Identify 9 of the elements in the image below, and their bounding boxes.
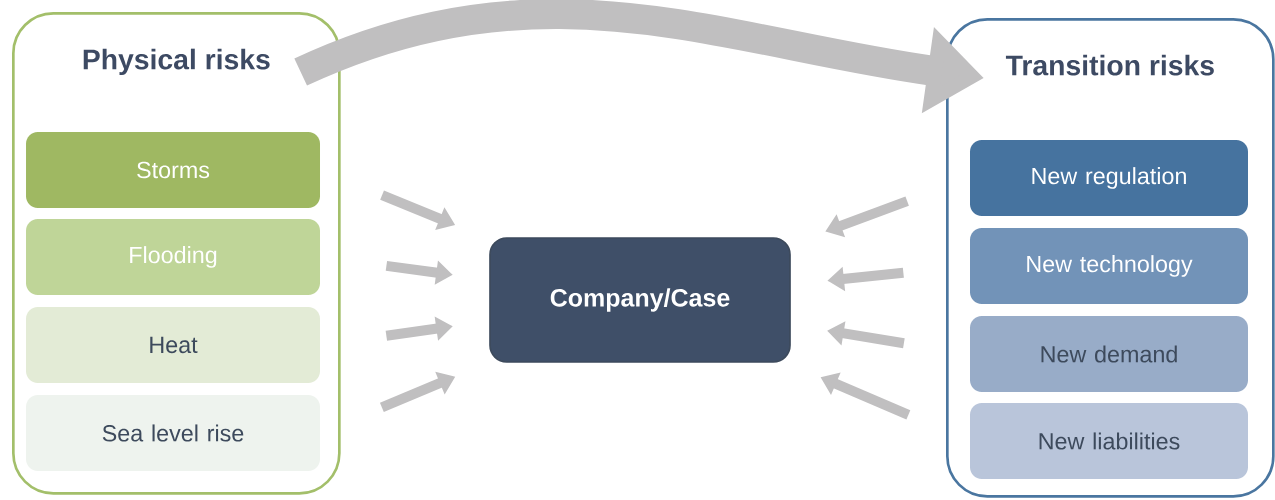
risk-box: Sea level rise [26, 395, 320, 471]
risk-box: Storms [26, 132, 320, 208]
risk-box: New liabilities [970, 403, 1248, 479]
risk-box: Flooding [26, 219, 320, 295]
risk-box: New technology [970, 228, 1248, 304]
risk-box: New regulation [970, 140, 1248, 216]
company-box: Company/Case [489, 237, 791, 363]
risk-box: Heat [26, 307, 320, 383]
risk-box: New demand [970, 316, 1248, 392]
